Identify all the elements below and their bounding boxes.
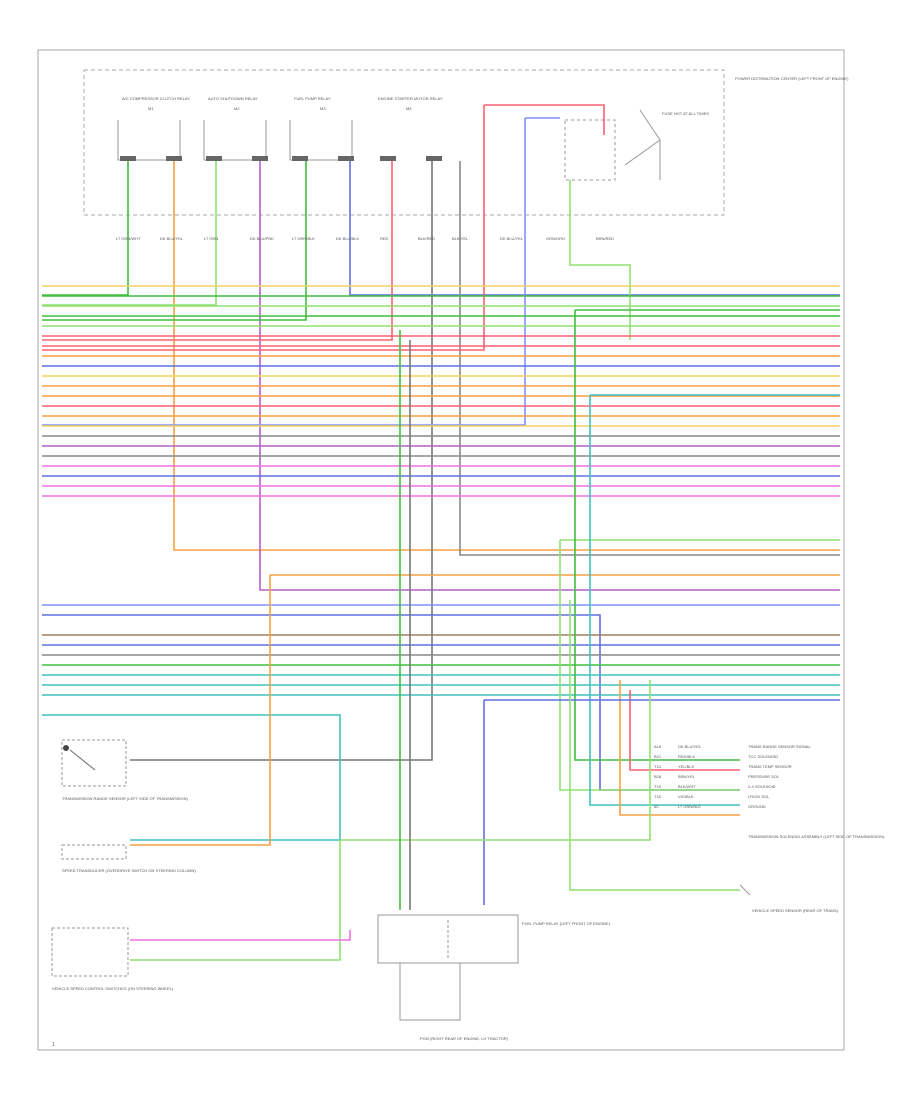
relay-module-2: AUTO SHUTDOWN RELAY M2: [203, 96, 267, 161]
vehicle-speed-sensor-label: VEHICLE SPEED SENSOR (REAR OF TRANS): [752, 908, 839, 913]
trans-table-cell: B28: [654, 774, 662, 779]
starter-relay-symbol: [564, 109, 661, 181]
trans-table-cell: DK BLU/YEL: [678, 744, 702, 749]
wire-label: GRN/ORG: [546, 236, 565, 241]
trans-table-cell: TCC SOLENOID: [748, 754, 778, 759]
wire-label: DK BLU/YEL: [160, 236, 184, 241]
trans-range-sensor-label: TRANSMISSION RANGE SENSOR (LEFT SIDE OF …: [62, 796, 189, 801]
wire-label: BRN/RED: [596, 236, 614, 241]
wire-labels-top: LT GRN/WHT DK BLU/YEL LT GRN DK BLU/PNK LT G…: [116, 236, 614, 241]
page-number: 1: [52, 1042, 55, 1048]
relay-module-1: A/C COMPRESSOR CLUTCH RELAY M1: [117, 96, 190, 161]
right-module-title: POWER DISTRIBUTION CENTER (LEFT FRONT OF…: [735, 76, 849, 81]
module-2-label: AUTO SHUTDOWN RELAY: [208, 96, 258, 101]
wire-label: DK BLU/YEL: [500, 236, 524, 241]
top-connector-pins: [120, 156, 442, 161]
trans-table-cell: TRANS TEMP SENSOR: [748, 764, 792, 769]
trans-table-cell: RED/BLK: [678, 754, 695, 759]
trans-solenoid-title: TRANSMISSION SOLENOID ASSEMBLY (LEFT SID…: [748, 834, 885, 839]
speed-transducer-label: SPEED TRANSDUCER (OVERDRIVE SWITCH ON ST…: [62, 868, 196, 873]
trans-table-cell: T15: [654, 784, 662, 789]
trans-table-cell: 2-4 SOLENOID: [748, 784, 776, 789]
wire-label: LT GRN: [204, 236, 218, 241]
module-3-id: M3: [320, 106, 326, 111]
footer-label: PCM (RIGHT REAR OF ENGINE, LH TRACTOR): [420, 1036, 509, 1041]
fuel-relay-label: FUSE HOT AT ALL TIMES: [662, 111, 709, 116]
wire-label: DK BLU/PNK: [250, 236, 274, 241]
wire-label: BLK/RED: [418, 236, 435, 241]
trans-solenoid-table: A16 DK BLU/YEL TRANS RANGE SENSOR SIGNAL B2…: [654, 744, 811, 809]
lower-wires: [42, 309, 840, 961]
trans-table-cell: B21: [654, 754, 662, 759]
vehicle-speed-sensor: VEHICLE SPEED SENSOR (REAR OF TRANS): [739, 884, 839, 913]
speed-transducer: SPEED TRANSDUCER (OVERDRIVE SWITCH ON ST…: [61, 844, 196, 873]
wire-label: LT GRN/WHT: [116, 236, 141, 241]
speed-control-label: VEHICLE SPEED CONTROL SWITCHES (ON STEER…: [52, 986, 174, 991]
trans-table-cell: VIO/BLK: [678, 794, 694, 799]
diagram-border: [37, 49, 845, 1051]
trans-table-cell: A16: [654, 744, 662, 749]
trans-table-cell: LT GRN/BLK: [678, 804, 701, 809]
wire-label: BLK/YEL: [452, 236, 469, 241]
top-vertical-wires: [42, 104, 840, 761]
fuel-pump-relay-bottom: FUEL PUMP RELAY (LEFT FRONT OF ENGINE): [377, 914, 611, 1021]
wire-label: DK BLU/BLK: [336, 236, 359, 241]
trans-table-cell: GROUND: [748, 804, 766, 809]
trans-table-cell: YEL/BLK: [678, 764, 695, 769]
trans-table-cell: LR/OD SOL: [748, 794, 770, 799]
module-1-label: A/C COMPRESSOR CLUTCH RELAY: [122, 96, 190, 101]
trans-table-cell: 60: [654, 804, 659, 809]
trans-table-cell: BRN/YEL: [678, 774, 696, 779]
trans-table-cell: TRANS RANGE SENSOR SIGNAL: [748, 744, 811, 749]
wire-label: RED: [380, 236, 389, 241]
trans-table-cell: PRESSURE SOL: [748, 774, 780, 779]
fuel-pump-relay-label: FUEL PUMP RELAY (LEFT FRONT OF ENGINE): [522, 921, 611, 926]
speed-control-switches: VEHICLE SPEED CONTROL SWITCHES (ON STEER…: [51, 927, 174, 991]
trans-table-cell: BLK/WHT: [678, 784, 696, 789]
wire-label: LT GRN/BLK: [292, 236, 315, 241]
relay-module-4: ENGINE STARTER MOTOR RELAY M4: [378, 96, 443, 111]
relay-module-3: FUEL PUMP RELAY M3: [289, 96, 353, 161]
harness-wires: [42, 285, 840, 497]
trans-table-cell: T16: [654, 794, 662, 799]
module-1-id: M1: [148, 106, 154, 111]
trans-range-sensor: TRANSMISSION RANGE SENSOR (LEFT SIDE OF …: [61, 739, 189, 801]
module-3-label: FUEL PUMP RELAY: [294, 96, 331, 101]
trans-table-cell: T14: [654, 764, 662, 769]
module-2-id: M2: [234, 106, 240, 111]
module-4-label: ENGINE STARTER MOTOR RELAY: [378, 96, 443, 101]
module-4-id: M4: [406, 106, 412, 111]
